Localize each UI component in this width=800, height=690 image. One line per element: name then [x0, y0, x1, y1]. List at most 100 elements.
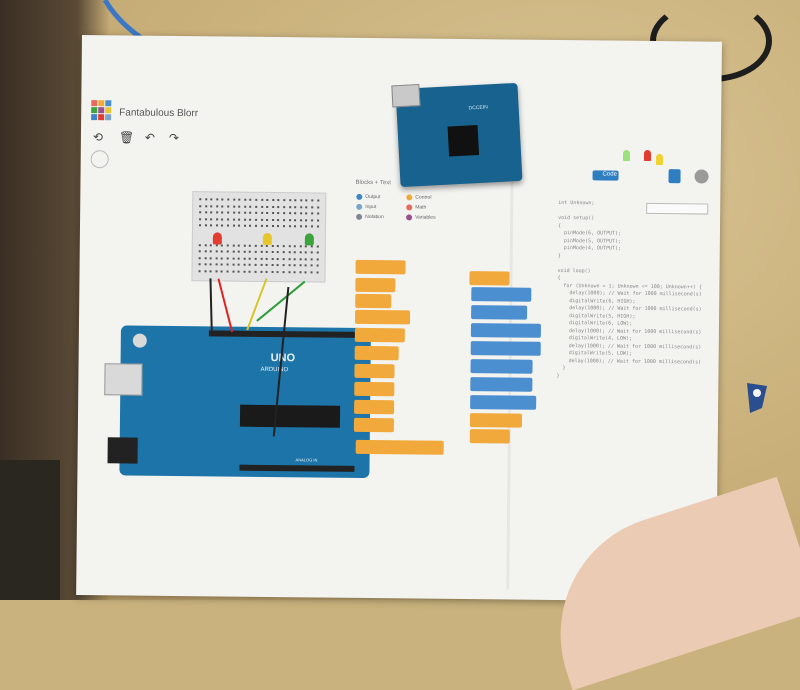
breadboard-hole	[299, 244, 302, 247]
code-block[interactable]	[469, 429, 510, 444]
code-block[interactable]	[354, 363, 395, 379]
code-block[interactable]	[471, 287, 532, 302]
code-block[interactable]	[469, 271, 510, 286]
breadboard-hole	[220, 263, 224, 266]
legend-label: Control	[415, 194, 432, 201]
avatar[interactable]	[694, 169, 709, 184]
upload-button[interactable]	[668, 169, 681, 184]
breadboard-hole	[277, 251, 280, 254]
code-line: }	[556, 364, 566, 372]
breadboard-hole	[226, 263, 229, 266]
rotate-icon[interactable]: ⟲	[92, 130, 104, 145]
breadboard-hole	[316, 251, 319, 254]
breadboard-hole	[255, 205, 258, 208]
breadboard-hole	[288, 218, 291, 221]
breadboard-hole	[227, 198, 230, 201]
code-block[interactable]	[470, 323, 542, 338]
code-block[interactable]	[355, 293, 392, 309]
code-block[interactable]	[470, 377, 533, 392]
code-line: {	[557, 222, 562, 229]
breadboard-hole	[266, 205, 269, 208]
breadboard-hole	[226, 270, 229, 273]
breadboard-hole	[249, 218, 252, 221]
breadboard-hole	[232, 205, 235, 208]
breadboard-hole	[249, 257, 252, 260]
breadboard-hole	[198, 263, 201, 266]
breadboard-hole	[210, 211, 213, 214]
breadboard-hole	[260, 224, 263, 227]
breadboard-hole	[215, 217, 218, 220]
zoom-fit-icon[interactable]	[90, 150, 109, 169]
code-block[interactable]	[471, 305, 528, 320]
code-block[interactable]	[470, 395, 537, 410]
code-block[interactable]	[353, 417, 395, 433]
code-block[interactable]	[469, 413, 523, 428]
code-block[interactable]	[354, 327, 405, 343]
breadboard-hole	[260, 211, 263, 214]
breadboard-hole	[288, 244, 291, 247]
power-jack	[107, 437, 138, 464]
breadboard-hole	[282, 257, 285, 260]
breadboard-hole	[316, 205, 319, 208]
breadboard-hole	[248, 263, 252, 266]
breadboard-hole	[288, 270, 291, 273]
breadboard-hole	[282, 264, 285, 267]
code-line: digitalWrite(6, HIGH);	[557, 297, 636, 305]
code-block-for-loop[interactable]	[355, 439, 444, 455]
code-block[interactable]	[354, 399, 395, 415]
redo-icon[interactable]: ↷	[168, 130, 180, 146]
code-pane: int Unknown;void setup(){ pinMode(6, OUT…	[556, 200, 708, 422]
undo-icon[interactable]: ↶	[144, 130, 156, 145]
breadboard-hole	[204, 250, 207, 253]
breadboard-hole	[226, 257, 229, 260]
breadboard-hole	[204, 243, 207, 246]
breadboard-hole	[243, 250, 246, 253]
legend-dot	[406, 214, 413, 221]
physical-chip	[447, 125, 480, 157]
code-block[interactable]	[354, 345, 399, 361]
physical-led-yellow	[656, 154, 663, 165]
code-block[interactable]	[470, 359, 533, 374]
dark-corner	[0, 460, 60, 600]
breadboard-hole	[232, 257, 235, 260]
breadboard-hole	[254, 257, 257, 260]
code-line: digitalWrite(5, HIGH);	[557, 312, 636, 320]
code-line: digitalWrite(5, LOW);	[556, 349, 632, 357]
breadboard-hole	[254, 270, 257, 273]
code-block[interactable]	[354, 381, 395, 397]
breadboard-hole	[293, 251, 296, 254]
breadboard-hole	[215, 211, 218, 214]
usb-port	[104, 363, 143, 396]
blocks-panel-title: Blocks + Text	[355, 179, 391, 187]
breadboard-hole	[255, 218, 258, 221]
breadboard-hole	[254, 250, 257, 253]
code-block[interactable]	[355, 277, 396, 293]
code-line: for (Unknown = 1; Unknown <= 100; Unknow…	[557, 282, 702, 291]
breadboard-hole	[227, 211, 230, 214]
breadboard	[191, 191, 327, 283]
breadboard-hole	[277, 218, 280, 221]
breadboard-hole	[215, 250, 218, 253]
code-line: delay(1000); // Wait for 1000 millisecon…	[556, 357, 702, 366]
code-line: delay(1000); // Wait for 1000 millisecon…	[557, 289, 702, 298]
breadboard-hole	[288, 199, 291, 202]
code-line: delay(1000); // Wait for 1000 millisecon…	[556, 327, 702, 336]
breadboard-hole	[209, 263, 212, 266]
code-button[interactable]: Code	[592, 170, 619, 181]
breadboard-hole	[221, 256, 224, 259]
breadboard-hole	[204, 224, 207, 227]
breadboard-hole	[305, 205, 308, 208]
code-block[interactable]	[354, 309, 411, 325]
breadboard-hole	[199, 224, 202, 227]
breadboard-hole	[209, 256, 212, 259]
breadboard-hole	[243, 224, 246, 227]
breadboard-hole	[238, 205, 241, 208]
code-block[interactable]	[355, 259, 406, 275]
breadboard-hole	[215, 256, 218, 259]
analog-header	[239, 464, 355, 472]
trash-icon[interactable]: 🗑	[118, 130, 135, 145]
code-block[interactable]	[470, 341, 541, 356]
breadboard-hole	[283, 205, 286, 208]
breadboard-hole	[204, 256, 207, 259]
breadboard-hole	[260, 270, 263, 273]
